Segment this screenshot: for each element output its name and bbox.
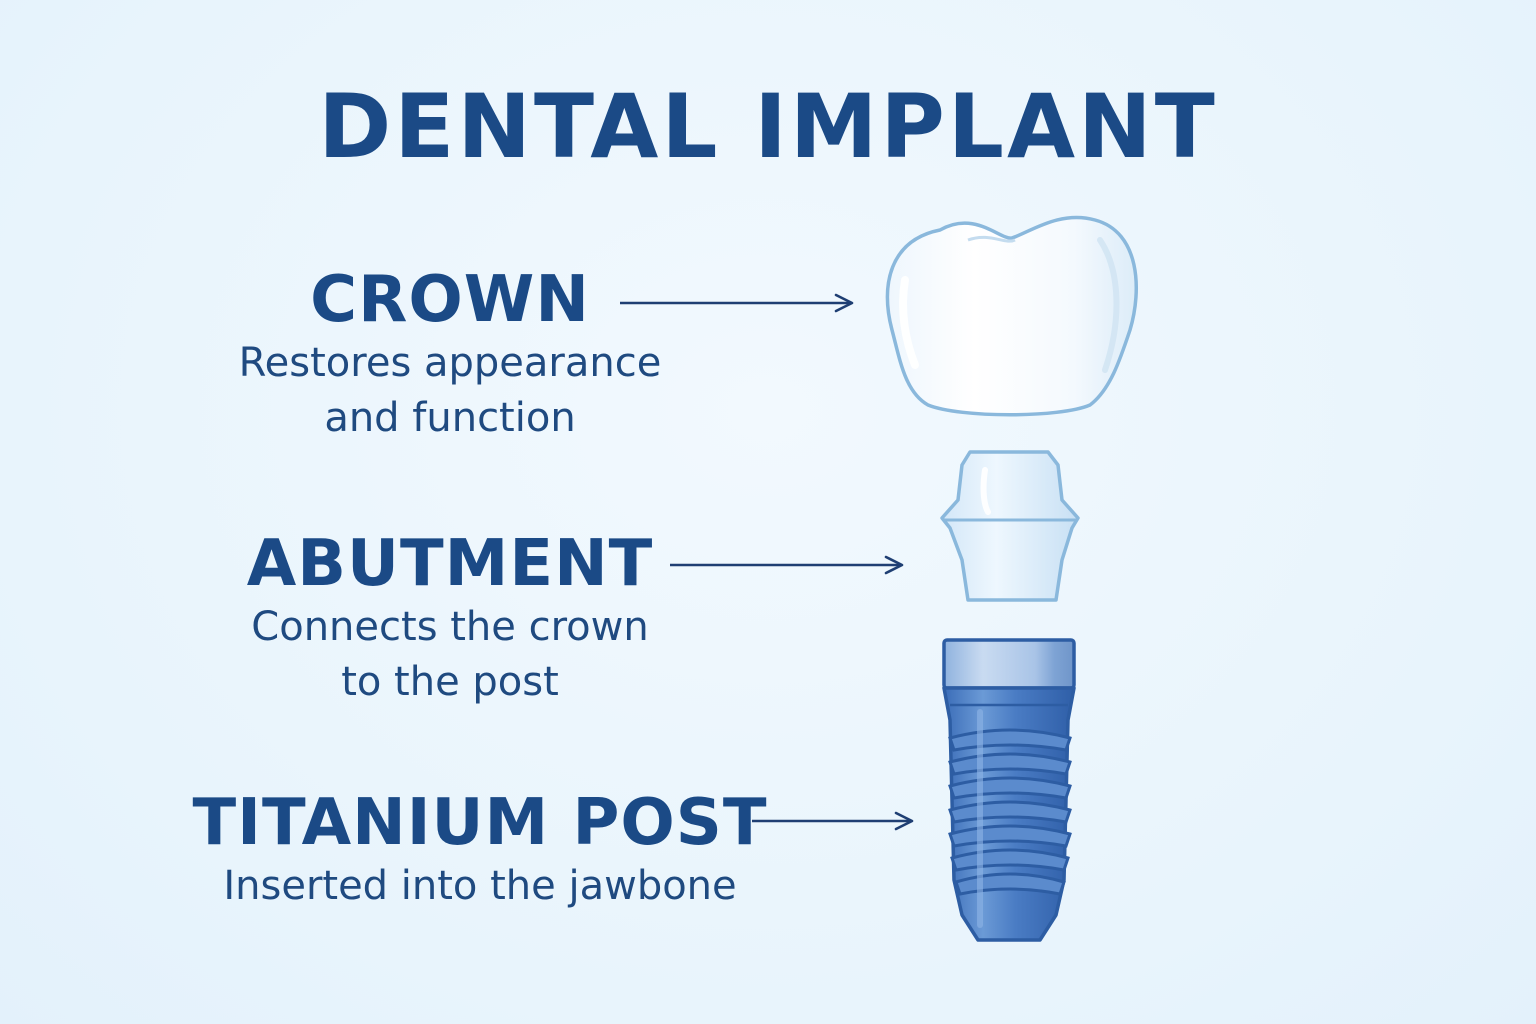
post-description-line-1: Inserted into the jawbone [223, 863, 737, 909]
crown-description-line-1: Restores appearance [238, 340, 662, 386]
post-label-block: TITANIUM POST Inserted into the jawbone [180, 787, 780, 914]
crown-label-block: CROWN Restores appearance and function [200, 264, 700, 446]
crown-heading: CROWN [310, 263, 590, 337]
page-title: DENTAL IMPLANT [318, 75, 1218, 178]
abutment-description-line-1: Connects the crown [251, 604, 649, 650]
titanium-post [942, 638, 1076, 942]
abutment-piece [940, 450, 1080, 602]
abutment-label-block: ABUTMENT Connects the crown to the post [200, 528, 700, 710]
abutment-heading: ABUTMENT [246, 527, 654, 601]
crown-description-line-2: and function [324, 395, 576, 441]
crown-tooth [885, 215, 1139, 417]
abutment-description-line-2: to the post [341, 659, 559, 705]
post-heading: TITANIUM POST [192, 786, 768, 860]
